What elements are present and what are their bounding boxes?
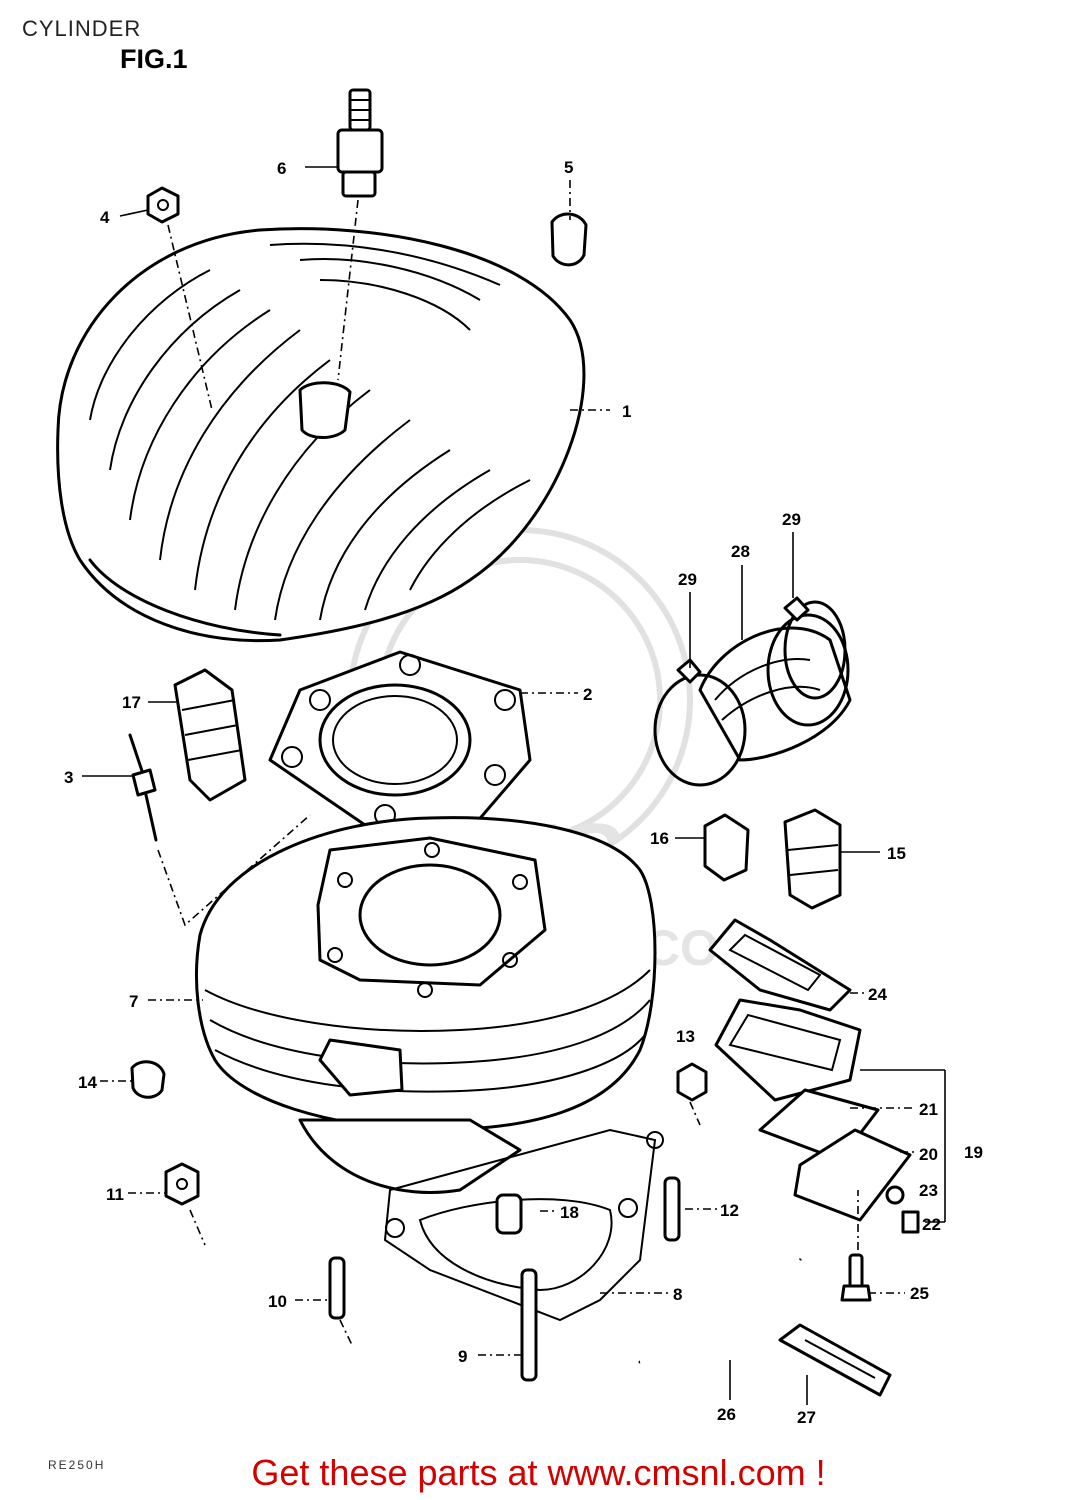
callout-1: 1 (622, 402, 631, 421)
drawing-code: RE250H (48, 1458, 106, 1472)
callout-26: 26 (717, 1405, 736, 1424)
part-clamp-29-right (783, 596, 847, 700)
callout-5: 5 (564, 158, 573, 177)
callout-4: 4 (100, 208, 110, 227)
callout-labels: 1 2 3 4 5 6 7 8 9 10 11 12 13 14 15 16 1… (64, 158, 983, 1427)
part-reed-gasket (708, 918, 852, 1012)
callout-14: 14 (78, 1073, 97, 1092)
part-nut-11 (164, 1162, 206, 1246)
part-stud-3 (128, 733, 311, 927)
callout-27: 27 (797, 1408, 816, 1427)
callout-18: 18 (560, 1203, 579, 1222)
part-clamp-29-left (653, 658, 747, 787)
callout-15: 15 (887, 844, 906, 863)
callout-29-right: 29 (782, 510, 801, 529)
callout-6: 6 (277, 159, 286, 178)
callout-23: 23 (919, 1181, 938, 1200)
part-cylinder-head (56, 227, 586, 643)
figure-label: FIG.1 (120, 44, 188, 74)
part-nut-4 (146, 186, 213, 411)
callout-11: 11 (106, 1185, 124, 1204)
callout-21: 21 (919, 1100, 938, 1119)
callout-25: 25 (910, 1284, 929, 1303)
leader-lines (82, 166, 946, 1405)
part-cylinder-block (195, 816, 657, 1194)
part-stud-10 (328, 1256, 353, 1346)
callout-20: 20 (919, 1145, 938, 1164)
callout-24: 24 (868, 985, 887, 1004)
part-bracket-27 (778, 1323, 892, 1397)
part-dowel-18 (495, 1193, 523, 1235)
part-stud-9 (520, 1268, 538, 1382)
callout-3: 3 (64, 768, 73, 787)
part-damper-15 (783, 808, 842, 910)
callout-28: 28 (731, 542, 750, 561)
callout-7: 7 (129, 992, 138, 1011)
callout-22: 22 (922, 1215, 941, 1234)
page-title: CYLINDER (22, 16, 142, 41)
part-stud-12 (663, 1176, 681, 1242)
callout-2: 2 (583, 685, 592, 704)
callout-29-left: 29 (678, 570, 697, 589)
callout-9: 9 (458, 1347, 467, 1366)
part-cap-5 (550, 212, 588, 267)
callout-13: 13 (676, 1027, 695, 1046)
callout-10: 10 (268, 1292, 287, 1311)
callout-17: 17 (122, 693, 141, 712)
part-reed-valve (714, 998, 920, 1234)
part-spark-plug (336, 88, 384, 381)
part-nut-13 (676, 1062, 708, 1126)
part-head-gasket (268, 650, 532, 832)
part-hose-26 (638, 1257, 804, 1366)
part-damper-17 (173, 668, 247, 802)
part-damper-16 (703, 813, 750, 882)
callout-12: 12 (720, 1201, 739, 1220)
callout-16: 16 (650, 829, 669, 848)
part-intake-pipe (698, 613, 852, 762)
part-cap-14 (130, 1060, 166, 1099)
callout-8: 8 (673, 1285, 682, 1304)
callout-19: 19 (964, 1143, 983, 1162)
footer-link[interactable]: Get these parts at www.cmsnl.com ! (251, 1452, 826, 1493)
part-bolt-25 (840, 1190, 872, 1302)
